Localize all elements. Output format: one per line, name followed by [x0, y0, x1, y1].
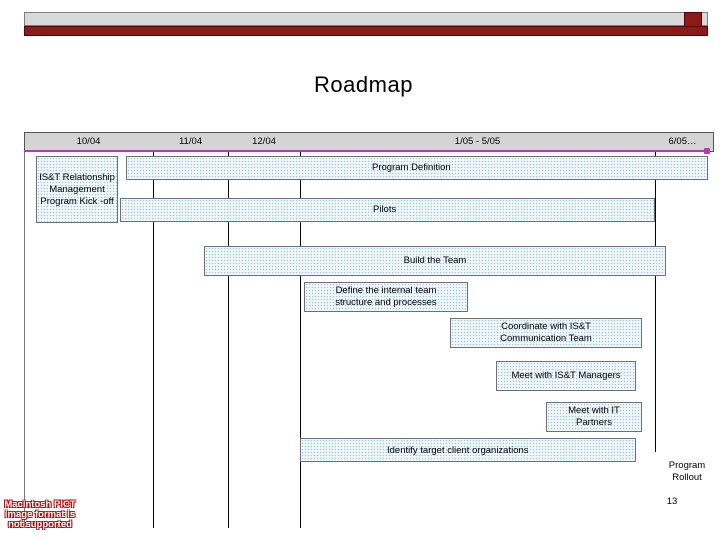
page-number: 13 [666, 496, 678, 507]
grid-line-jan [300, 132, 301, 528]
period-label: 10/04 [76, 136, 101, 147]
page-title: Roadmap [314, 72, 413, 97]
header-gray-bar [24, 12, 708, 26]
task-label: Meet with IS&T Managers [511, 370, 621, 381]
period-label: 12/04 [252, 136, 276, 147]
unsupported-image-notice: Macintosh PICT image format is not suppo… [4, 499, 76, 530]
task-label: Pilots [373, 204, 397, 215]
task-meet-partners: Meet with IT Partners [546, 402, 642, 432]
task-label: Program Definition [372, 162, 451, 173]
header-red-bar [24, 26, 708, 36]
milestone-kickoff-label: IS&T Relationship Management Program Kic… [39, 171, 115, 207]
task-build-team: Build the Team [204, 246, 666, 276]
timeline-end-marker [704, 148, 710, 154]
task-label: Meet with IT Partners [568, 405, 620, 428]
period-label: 6/05… [668, 136, 697, 147]
grid-line-left [24, 132, 25, 528]
task-label: Identify target client organizations [387, 445, 529, 456]
task-define-structure: Define the internal team structure and p… [304, 282, 468, 312]
grid-line-dec [228, 132, 229, 528]
grid-line-nov [153, 132, 154, 528]
task-label: Coordinate with IS&T Communication Team [500, 321, 592, 344]
task-pilots: Pilots [120, 198, 655, 222]
task-label: Build the Team [403, 255, 467, 266]
period-label: 1/05 - 5/05 [454, 136, 501, 147]
grid-line-jun [655, 132, 656, 452]
milestone-kickoff: IS&T Relationship Management Program Kic… [36, 156, 118, 223]
task-label: Define the internal team structure and p… [335, 285, 437, 308]
task-meet-managers: Meet with IS&T Managers [496, 361, 636, 391]
timeline-axis-line [24, 150, 709, 152]
milestone-rollout: Program Rollout [668, 460, 706, 483]
task-program-definition: Program Definition [126, 156, 708, 180]
task-identify-clients: Identify target client organizations [300, 438, 636, 462]
period-label: 11/04 [178, 136, 203, 147]
task-coordinate: Coordinate with IS&T Communication Team [450, 318, 642, 348]
